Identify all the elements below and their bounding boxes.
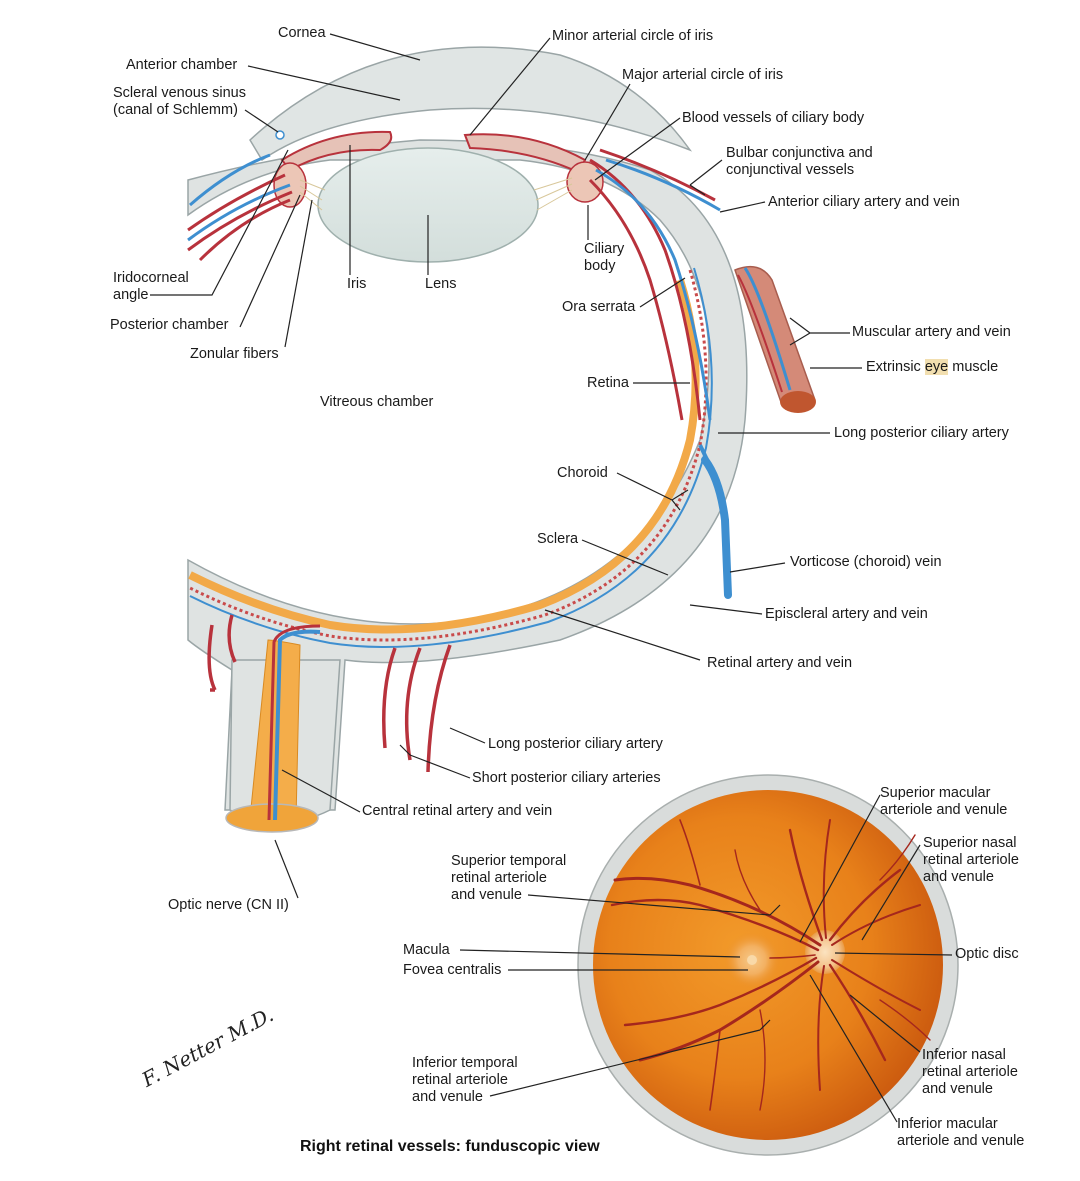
label-cornea: Cornea <box>278 25 326 41</box>
label-inf-temporal-3: and venule <box>412 1089 483 1105</box>
central-retinal-vessels <box>273 629 321 821</box>
label-episcleral: Episcleral artery and vein <box>765 606 928 622</box>
label-ciliary-body-2: body <box>584 258 616 274</box>
label-ciliary-vessels: Blood vessels of ciliary body <box>682 110 865 126</box>
label-inf-temporal-1: Inferior temporal <box>412 1055 518 1071</box>
optic-nerve-end <box>225 803 319 833</box>
label-ora-serrata: Ora serrata <box>562 299 636 315</box>
label-extrinsic-pre: Extrinsic <box>866 359 925 375</box>
label-vorticose-vein: Vorticose (choroid) vein <box>790 554 942 570</box>
label-inf-nasal-3: and venule <box>922 1081 993 1097</box>
label-scleral-sinus-1: Scleral venous sinus <box>113 85 246 101</box>
label-iridocorneal-2: angle <box>113 287 149 303</box>
label-retina: Retina <box>587 375 629 391</box>
figure-caption: Right retinal vessels: funduscopic view <box>300 1138 600 1155</box>
label-bulbar-2: conjunctival vessels <box>726 162 855 178</box>
label-bulbar-1: Bulbar conjunctiva and <box>726 145 873 161</box>
label-choroid: Choroid <box>557 465 608 481</box>
label-vitreous-chamber: Vitreous chamber <box>320 394 434 410</box>
label-central-retinal: Central retinal artery and vein <box>362 803 553 819</box>
label-optic-nerve: Optic nerve (CN II) <box>168 897 289 913</box>
label-short-posterior-ciliary: Short posterior ciliary arteries <box>472 770 661 786</box>
label-sup-macular-1: Superior macular <box>880 785 991 801</box>
label-extrinsic-highlight: eye <box>924 359 949 375</box>
label-inf-nasal-2: retinal arteriole <box>922 1064 1018 1080</box>
choroid-vein-layer <box>189 267 713 648</box>
label-anterior-chamber: Anterior chamber <box>126 57 238 73</box>
label-inf-temporal-2: retinal arteriole <box>412 1072 508 1088</box>
label-retinal-artery-vein: Retinal artery and vein <box>707 655 853 671</box>
label-inf-nasal-1: Inferior nasal <box>922 1047 1006 1063</box>
label-scleral-sinus-2: (canal of Schlemm) <box>113 102 238 118</box>
label-long-posterior-ciliary-artery: Long posterior ciliary artery <box>834 425 1009 441</box>
label-sup-nasal-2: retinal arteriole <box>923 852 1019 868</box>
label-extrinsic-post: muscle <box>948 359 999 375</box>
label-zonular-fibers: Zonular fibers <box>190 346 279 362</box>
label-iris: Iris <box>347 276 367 292</box>
extrinsic-eye-muscle-end <box>780 391 816 413</box>
retinal-vessels <box>610 819 931 1111</box>
label-sup-temporal-1: Superior temporal <box>451 853 567 869</box>
label-sup-temporal-2: retinal arteriole <box>451 870 547 886</box>
eyeball-section <box>187 46 816 833</box>
fundus-view <box>577 774 959 1156</box>
label-posterior-chamber: Posterior chamber <box>110 317 229 333</box>
iris-left <box>280 130 393 172</box>
label-sup-macular-2: arteriole and venule <box>880 802 1008 818</box>
label-major-circle: Major arterial circle of iris <box>622 67 784 83</box>
label-extrinsic-eye-muscle: Extrinsic eye muscle <box>866 359 998 376</box>
label-inf-macular-2: arteriole and venule <box>897 1133 1025 1149</box>
label-sup-nasal-1: Superior nasal <box>923 835 1017 851</box>
label-lens: Lens <box>425 276 457 292</box>
label-ciliary-body-1: Ciliary <box>584 241 625 257</box>
label-iridocorneal-1: Iridocorneal <box>113 270 189 286</box>
cornea <box>249 46 693 162</box>
leader-lines <box>150 33 953 1123</box>
label-long-posterior-ciliary-artery-2: Long posterior ciliary artery <box>488 736 663 752</box>
label-sup-temporal-3: and venule <box>451 887 522 903</box>
retina-layer <box>188 278 700 634</box>
anterior-vessels-left <box>187 153 293 262</box>
ciliary-body-right <box>566 161 604 203</box>
label-sup-nasal-3: and venule <box>923 869 994 885</box>
scleral-venous-sinus <box>275 130 285 140</box>
zonular-fibers <box>299 177 573 211</box>
central-retinal-artery <box>267 624 321 821</box>
label-optic-disc: Optic disc <box>955 946 1019 962</box>
short-posterior-ciliary-arteries <box>207 614 452 773</box>
muscular-vessels <box>743 267 792 391</box>
vorticose-vein-branch <box>698 444 714 471</box>
label-muscular-artery-vein: Muscular artery and vein <box>852 324 1011 340</box>
label-sclera: Sclera <box>537 531 579 547</box>
label-minor-circle: Minor arterial circle of iris <box>552 28 714 44</box>
label-fovea: Fovea centralis <box>403 962 502 978</box>
fovea-centralis <box>747 955 757 965</box>
label-inf-macular-1: Inferior macular <box>897 1116 998 1132</box>
anterior-vessels-right <box>588 148 721 421</box>
muscular-artery <box>737 274 783 393</box>
label-macula: Macula <box>403 942 450 958</box>
optic-nerve-core <box>249 639 301 821</box>
label-anterior-ciliary: Anterior ciliary artery and vein <box>768 194 960 210</box>
